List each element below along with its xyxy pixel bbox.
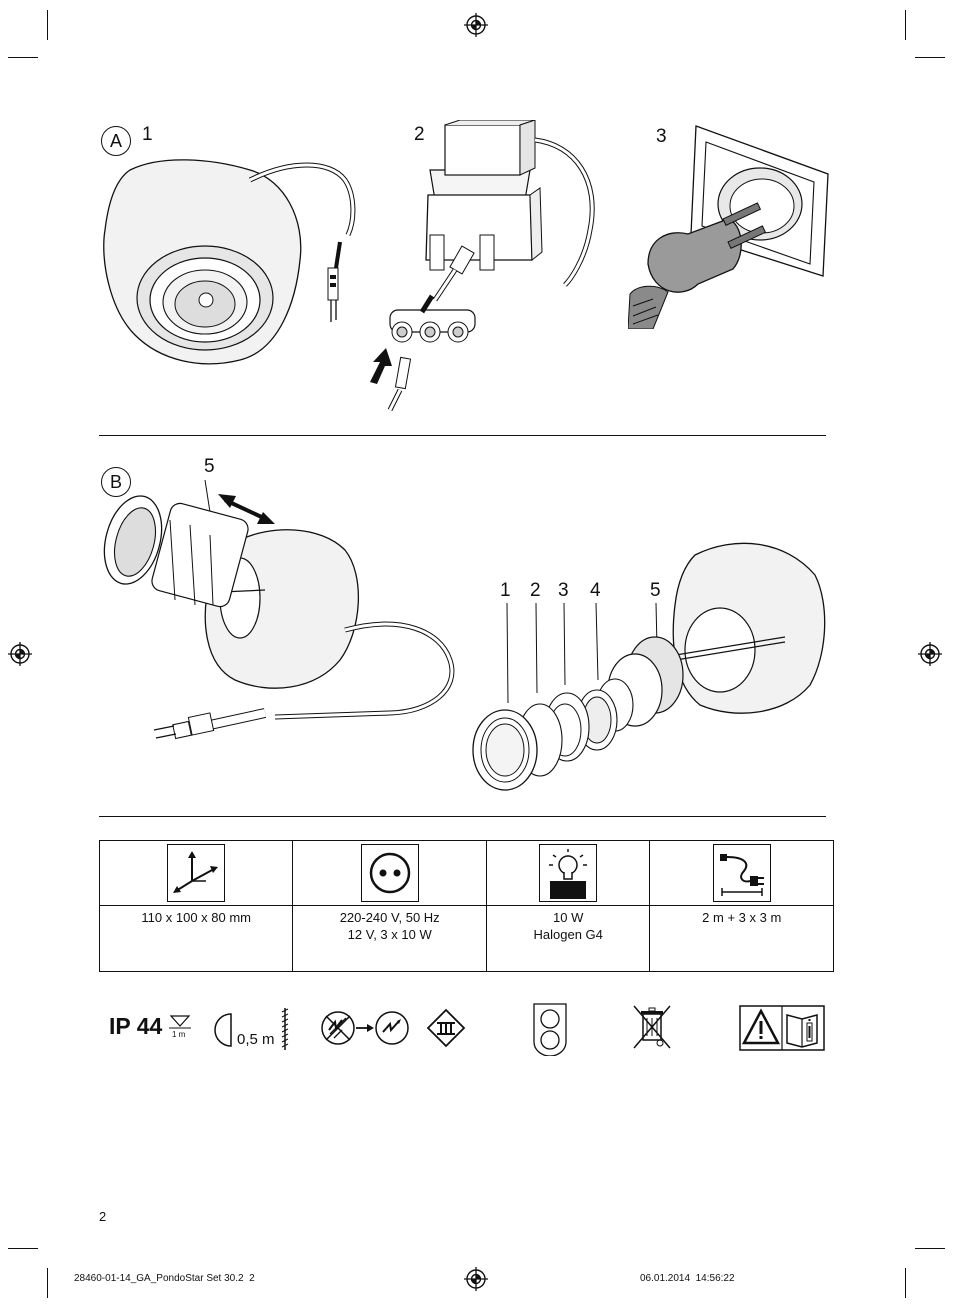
spec-value-cable: 2 m + 3 x 3 m bbox=[650, 906, 834, 972]
crop-mark bbox=[47, 1268, 48, 1298]
crop-mark bbox=[8, 1248, 38, 1249]
dimensions-icon bbox=[167, 844, 225, 902]
registration-mark-icon bbox=[918, 642, 942, 666]
min-distance-icon bbox=[213, 1012, 237, 1048]
crop-mark bbox=[8, 57, 38, 58]
section-divider bbox=[99, 816, 826, 817]
section-divider bbox=[99, 435, 826, 436]
footer-date: 06.01.2014 14:56:22 bbox=[640, 1273, 735, 1284]
page-number: 2 bbox=[99, 1209, 106, 1224]
registration-mark-icon bbox=[464, 13, 488, 37]
no-direct-connection-icon bbox=[320, 1010, 356, 1046]
double-insulation-outdoor-icon bbox=[530, 1002, 570, 1056]
transformer-illustration bbox=[360, 120, 600, 415]
crop-mark bbox=[905, 1268, 906, 1298]
protection-class-iii-icon bbox=[426, 1008, 466, 1048]
spec-cell bbox=[486, 841, 650, 906]
crop-mark bbox=[47, 10, 48, 40]
spec-cell bbox=[650, 841, 834, 906]
lamp-insert-illustration bbox=[100, 480, 465, 745]
exploded-view-illustration bbox=[465, 535, 830, 795]
spec-cell bbox=[100, 841, 293, 906]
crop-mark bbox=[915, 1248, 945, 1249]
power-socket-icon bbox=[361, 844, 419, 902]
stone-lamp-illustration bbox=[100, 150, 360, 375]
crop-mark bbox=[905, 10, 906, 40]
registration-mark-icon bbox=[8, 642, 32, 666]
arrow-right-icon bbox=[356, 1022, 374, 1034]
footer-file-info: 28460-01-14_GA_PondoStar Set 30.2 2 bbox=[74, 1273, 255, 1284]
wall-hatch-icon bbox=[280, 1008, 290, 1050]
ip-depth: 1 m bbox=[172, 1030, 185, 1039]
warning-read-manual-icon bbox=[739, 1005, 825, 1051]
crop-mark bbox=[915, 57, 945, 58]
spec-value-dimensions: 110 x 100 x 80 mm bbox=[100, 906, 293, 972]
cable-length-icon bbox=[713, 844, 771, 902]
min-distance-value: 0,5 m bbox=[237, 1031, 275, 1048]
wall-socket-plug-illustration bbox=[628, 124, 833, 329]
ip-rating: IP 44 bbox=[109, 1013, 162, 1040]
registration-mark-icon bbox=[464, 1267, 488, 1291]
step-number: 1 bbox=[142, 124, 153, 146]
transformer-connection-icon bbox=[374, 1010, 410, 1046]
callout-number: 5 bbox=[204, 456, 215, 478]
lamp-icon bbox=[539, 844, 597, 902]
spec-cell bbox=[293, 841, 486, 906]
submersion-icon bbox=[169, 1015, 191, 1029]
weee-crossed-bin-icon bbox=[632, 1004, 672, 1050]
